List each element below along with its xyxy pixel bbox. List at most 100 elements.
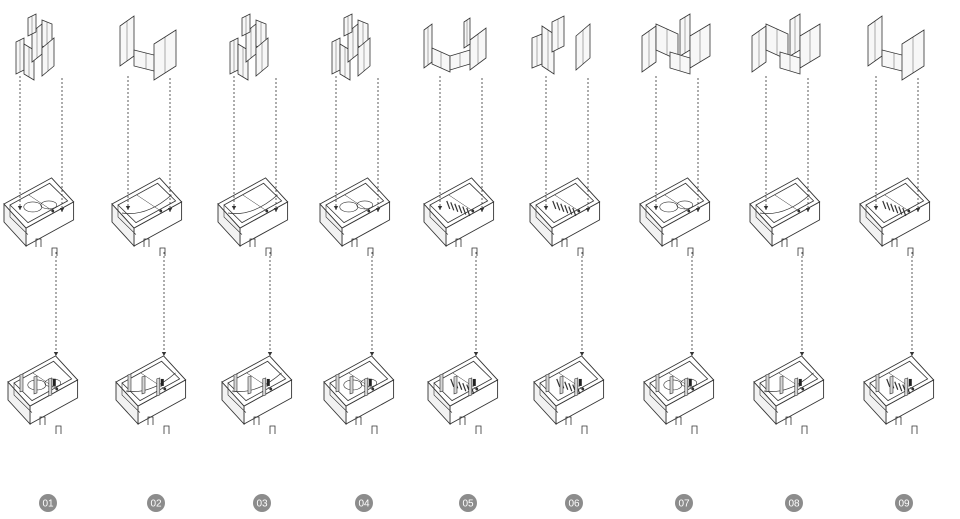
slab-opening [869,360,929,402]
arrowhead [231,206,237,210]
slab-notch [891,238,898,247]
arrowhead [125,206,131,210]
slab-notch [351,238,358,247]
placed-walls [655,373,692,397]
wall-panel [439,373,444,393]
slab-opening [227,360,287,402]
circulation-node [371,387,375,391]
seating-row [572,207,577,217]
opening-depth [325,205,345,235]
slab-notch [147,416,154,425]
slab [423,177,495,256]
stage-number: 04 [358,499,370,510]
wall-panel [19,373,24,393]
wall-panel [141,375,146,395]
circulation-node [367,209,371,213]
stage-badge: 07 [675,494,693,512]
badge-circle [39,494,57,512]
circulation-node [907,209,911,213]
opening-depth [13,383,33,413]
arrowhead [909,352,915,356]
opening-depth [539,383,559,413]
wall-panel [247,375,252,395]
stage-07: 07 [639,13,715,512]
circulation-node [471,209,475,213]
slab [749,177,821,256]
slab-notch [797,247,804,256]
opening-depth [223,205,243,235]
dark-element [266,378,270,386]
interior-layout [121,194,172,214]
seating-row [898,382,903,392]
circulation-line [242,194,267,212]
stage-badge: 09 [895,494,913,512]
interior-layout [659,194,694,213]
slab-notch [471,247,478,256]
slab [643,355,715,434]
arrowhead [333,206,339,210]
opening-depth [645,205,665,235]
curved-partition [676,200,694,210]
wall-panel [794,377,799,397]
slab-notch [265,247,272,256]
slab [3,177,75,256]
slab-notch [371,425,378,434]
seating-row [446,200,451,210]
interior-layout [446,194,475,217]
arrowhead [17,206,23,210]
dark-element [798,378,802,386]
arrowhead [543,206,549,210]
arrowhead [915,208,921,212]
dark-element [688,378,692,386]
seating-row [894,381,899,390]
seating-row [894,204,899,214]
placed-walls [875,373,912,397]
stage-number: 07 [678,499,690,510]
badge-circle [355,494,373,512]
slab-notch [687,247,694,256]
interior-layout [882,194,911,217]
seating-row [458,204,463,214]
opening-depth [117,205,137,235]
circulation-node [801,387,805,391]
wall-panel [904,377,909,397]
slab-opening [429,182,489,224]
wall-panel [349,375,354,395]
circulation-node [475,387,479,391]
interior-layout [759,194,810,214]
wall-module-grid [641,13,711,75]
seating-row [552,200,557,210]
stage-number: 03 [256,499,268,510]
circulation-line [778,372,803,390]
curved-partition [227,194,278,214]
arrowhead [273,208,279,212]
interior-layout [339,194,374,213]
slab-notch [691,425,698,434]
curved-partition [356,200,374,210]
circulation-line [774,194,799,212]
stage-badge: 02 [147,494,165,512]
slab-notch [895,416,902,425]
slab [863,355,935,434]
slab [639,177,711,256]
slab-notch [781,238,788,247]
wall-panel [545,373,550,393]
stage-badge: 03 [253,494,271,512]
opening-depth [429,205,449,235]
arrowhead [585,208,591,212]
circulation-node [265,209,269,213]
circulation-node [55,387,59,391]
stage-01: 01 [3,13,79,512]
stage-06: 06 [529,15,605,512]
placed-walls [127,373,164,397]
opening-depth [649,383,669,413]
badge-circle [675,494,693,512]
interior-layout [552,194,581,217]
slab [217,177,289,256]
dark-element [908,378,912,386]
slab [533,355,605,434]
wall-panel [669,375,674,395]
circulation-node [269,387,273,391]
slab [859,177,931,256]
